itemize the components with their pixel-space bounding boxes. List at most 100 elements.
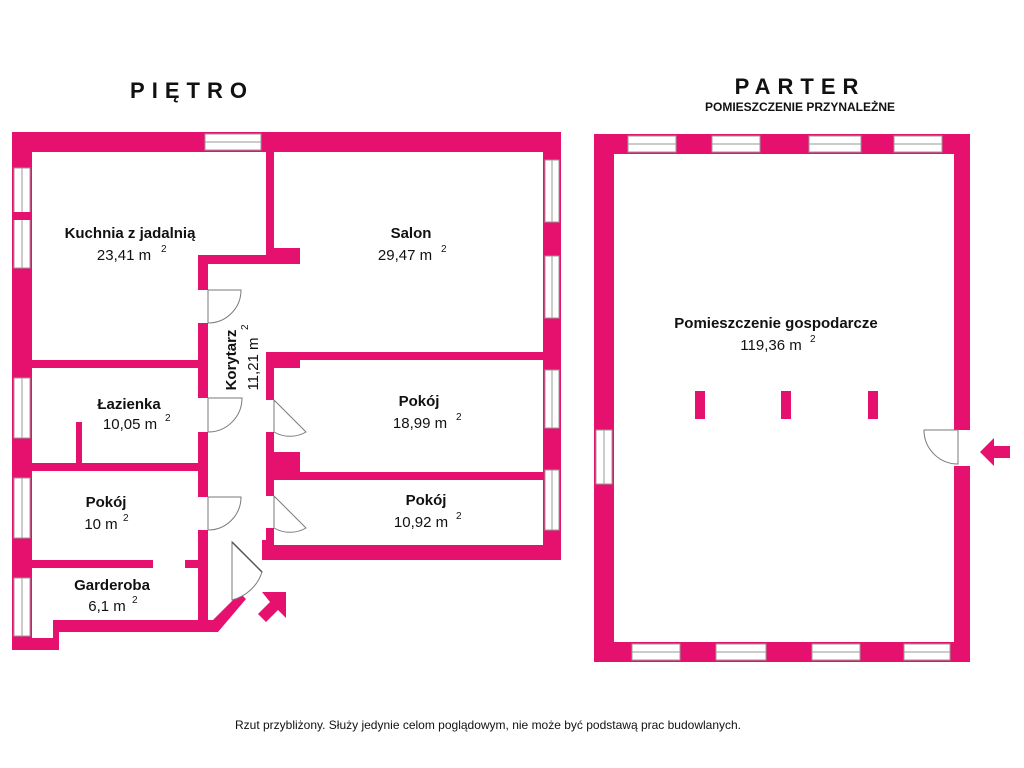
svg-text:Garderoba: Garderoba (74, 577, 151, 594)
window-icon (893, 135, 943, 153)
wall (266, 528, 274, 548)
window-icon (808, 135, 862, 153)
svg-text:2: 2 (240, 324, 251, 330)
wall (198, 323, 208, 398)
window-icon (544, 369, 560, 429)
wall (954, 134, 970, 662)
svg-text:2: 2 (810, 334, 816, 345)
wall (266, 150, 274, 255)
column (695, 391, 705, 419)
svg-text:Kuchnia z jadalnią: Kuchnia z jadalnią (65, 225, 197, 242)
window-icon (12, 167, 32, 269)
window-icon (13, 377, 31, 439)
svg-text:11,21 m: 11,21 m (245, 337, 262, 390)
window-icon (631, 643, 681, 661)
wall (30, 360, 202, 368)
wall (266, 352, 546, 360)
window-icon (715, 643, 767, 661)
window-icon (13, 577, 31, 637)
door-swing-icon (273, 494, 307, 533)
column (781, 391, 791, 419)
wall (274, 248, 300, 264)
window-icon (903, 643, 951, 661)
svg-text:10,05 m: 10,05 m (103, 416, 157, 433)
svg-text:10,92 m: 10,92 m (394, 514, 448, 531)
wall (12, 132, 561, 152)
column (868, 391, 878, 419)
svg-text:23,41 m: 23,41 m (97, 247, 151, 264)
wall (204, 255, 274, 264)
svg-text:2: 2 (123, 513, 129, 524)
entrance-arrow-icon (980, 438, 1010, 466)
wall (594, 642, 970, 662)
svg-text:2: 2 (441, 244, 447, 255)
svg-text:Korytarz: Korytarz (223, 330, 240, 391)
window-icon (811, 643, 861, 661)
door-swing-icon (273, 398, 307, 437)
wall (185, 560, 203, 568)
room-label-room-2: Pokój 10 m 2 (84, 494, 129, 533)
wall (30, 560, 153, 568)
window-icon (13, 477, 31, 539)
door-swing-icon (207, 289, 242, 324)
svg-text:2: 2 (161, 244, 167, 255)
wall (266, 472, 546, 480)
room-label-room-1: Pokój 18,99 m 2 (393, 393, 462, 432)
svg-text:29,47 m: 29,47 m (378, 247, 432, 264)
entrance-arrow-icon (258, 592, 286, 622)
wall (266, 360, 300, 368)
ground-floor-plan: Pomieszczenie gospodarcze 119,36 m 2 (594, 134, 1010, 662)
wall (76, 422, 82, 467)
wall (266, 352, 274, 400)
wall (268, 545, 561, 560)
svg-text:Łazienka: Łazienka (97, 396, 161, 413)
room-label-utility-room: Pomieszczenie gospodarcze 119,36 m 2 (674, 315, 877, 354)
door-swing-icon (207, 496, 242, 531)
wall (206, 593, 246, 632)
wall (543, 132, 561, 560)
window-icon (711, 135, 761, 153)
wall (594, 134, 614, 662)
door-swing-icon (923, 429, 970, 466)
wall (198, 432, 208, 497)
window-icon (544, 159, 560, 223)
wall (12, 638, 57, 650)
svg-text:2: 2 (132, 595, 138, 606)
svg-text:119,36 m: 119,36 m (740, 337, 801, 354)
svg-text:10 m: 10 m (84, 516, 117, 533)
ground-floor-title: PARTER (735, 74, 866, 99)
window-icon (627, 135, 677, 153)
svg-text:2: 2 (456, 412, 462, 423)
upper-floor-title: PIĘTRO (130, 78, 254, 103)
door-swing-icon (207, 397, 243, 433)
window-icon (595, 429, 613, 485)
ground-floor-subtitle: POMIESZCZENIE PRZYNALEŻNE (705, 99, 895, 114)
room-label-room-3: Pokój 10,92 m 2 (394, 492, 462, 531)
room-label-corridor: Korytarz 11,21 m 2 (223, 324, 262, 391)
wall (30, 463, 202, 471)
room-label-kitchen: Kuchnia z jadalnią 23,41 m 2 (65, 225, 197, 264)
svg-text:2: 2 (165, 413, 171, 424)
upper-floor-plan: Kuchnia z jadalnią 23,41 m 2 Salon 29,47… (12, 132, 561, 650)
disclaimer-note: Rzut przybliżony. Służy jedynie celom po… (235, 718, 741, 732)
svg-text:Salon: Salon (391, 225, 432, 242)
window-icon (544, 255, 560, 319)
wall (53, 620, 213, 632)
svg-text:Pokój: Pokój (399, 393, 440, 410)
svg-text:2: 2 (456, 511, 462, 522)
door-swing-icon (231, 540, 263, 601)
wall (198, 255, 208, 290)
svg-text:Pokój: Pokój (406, 492, 447, 509)
wall (198, 530, 208, 625)
svg-text:Pokój: Pokój (86, 494, 127, 511)
wall (266, 452, 300, 472)
room-label-salon: Salon 29,47 m 2 (378, 225, 447, 264)
svg-text:6,1 m: 6,1 m (88, 598, 126, 615)
room-label-bathroom: Łazienka 10,05 m 2 (97, 396, 171, 433)
window-icon (204, 133, 262, 151)
svg-text:Pomieszczenie gospodarcze: Pomieszczenie gospodarcze (674, 315, 877, 332)
svg-text:18,99 m: 18,99 m (393, 415, 447, 432)
window-icon (544, 469, 560, 531)
wall (53, 620, 59, 650)
